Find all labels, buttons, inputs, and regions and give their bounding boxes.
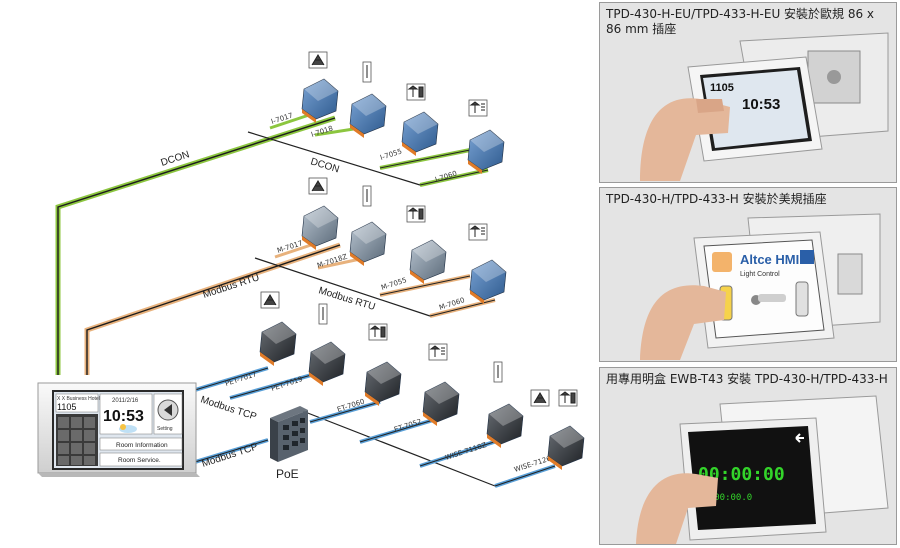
io-module: [259, 321, 297, 366]
lamp-speaker-icon: [558, 389, 578, 407]
hmi-room-service-label: Room Service.: [118, 457, 161, 464]
io-module: [364, 361, 402, 406]
panel-caption: TPD-430-H-EU/TPD-433-H-EU 安裝於歐規 86 x 86 …: [606, 7, 875, 36]
module-label: M-7018Z: [316, 253, 348, 270]
panel-us-socket: TPD-430-H/TPD-433-H 安裝於美規插座 Altce HMI Li…: [599, 187, 897, 362]
poe-label: PoE: [276, 467, 299, 481]
io-module: [301, 205, 339, 250]
modbus-tcp-label-1: Modbus TCP: [199, 394, 258, 423]
io-module: [486, 403, 524, 448]
bell-icon: [164, 404, 172, 416]
lamp-document-icon: [428, 343, 448, 361]
module-label: PET-7017: [224, 370, 258, 388]
thermometer-icon: [362, 185, 372, 207]
modbus-rtu-label-1: Modbus RTU: [202, 272, 261, 301]
io-module: [401, 111, 439, 156]
io-module: [301, 78, 339, 123]
module-label: PET-7019: [270, 375, 304, 393]
lightbulb-icon: [712, 252, 732, 272]
resize-icon: [800, 250, 814, 264]
hmi-setting-button[interactable]: Setting: [157, 426, 173, 432]
weather-sensor-icon: [530, 389, 550, 407]
module-label: I-7060: [434, 169, 458, 184]
main-hmi-panel: X X Business Hotel 1105 2011/2/16 10:53 …: [37, 382, 200, 477]
weather-sensor-icon: [308, 51, 328, 69]
lamp-speaker-icon: [406, 83, 426, 101]
io-module: [469, 259, 507, 304]
back-arrow-icon: [795, 433, 804, 443]
module-label: I-7055: [379, 147, 403, 162]
panel-sub-clock: 00:00:00.0: [698, 493, 752, 503]
hmi-room-number: 1105: [57, 402, 76, 412]
panel-screen-subtitle: Light Control: [740, 271, 780, 278]
hmi-date: 2011/2/16: [112, 398, 139, 404]
io-module: [547, 425, 585, 470]
panel-eu-socket: TPD-430-H-EU/TPD-433-H-EU 安裝於歐規 86 x 86 …: [599, 2, 897, 183]
dcon-bus: DCON DCON I-7017 I-7018 I-7055 I-7060: [55, 110, 489, 375]
modbus-tcp-label-2: Modbus TCP: [201, 441, 260, 470]
panel-time: 10:53: [742, 96, 780, 113]
panel-ewb-box: 用專用明盒 EWB-T43 安裝 TPD-430-H/TPD-433-H 00:…: [599, 367, 897, 545]
panel-clock: 00:00:00: [698, 464, 785, 485]
hmi-room-service-button[interactable]: [99, 452, 183, 467]
hmi-hotel-name: X X Business Hotel: [57, 396, 100, 402]
module-label: ET-7052: [393, 418, 422, 434]
panel-caption: TPD-430-H/TPD-433-H 安裝於美規插座: [606, 192, 827, 206]
io-module: [349, 221, 387, 266]
lamp-document-icon: [468, 99, 488, 117]
hmi-time: 10:53: [103, 408, 144, 425]
hmi-room-info-button[interactable]: [99, 437, 183, 451]
lamp-speaker-icon: [368, 323, 388, 341]
module-label: WISE-7126: [513, 454, 552, 474]
io-module: [467, 129, 505, 174]
io-module: [349, 93, 387, 138]
lamp-speaker-icon: [406, 205, 426, 223]
io-module: [422, 381, 460, 426]
panel-screen-title: Altce HMI: [740, 252, 799, 267]
io-module: [409, 239, 447, 284]
thermometer-icon: [362, 61, 372, 83]
module-label: WISE-7118Z: [444, 441, 488, 462]
thermometer-icon: [493, 361, 503, 383]
io-module: [308, 341, 346, 386]
panel-caption: 用專用明盒 EWB-T43 安裝 TPD-430-H/TPD-433-H: [606, 372, 888, 386]
weather-sensor-icon: [260, 291, 280, 309]
weather-sensor-icon: [308, 177, 328, 195]
thermometer-icon: [318, 303, 328, 325]
panel-room-number: 1105: [710, 82, 734, 94]
hmi-keypad[interactable]: [58, 417, 95, 465]
hmi-room-info-label: Room Information: [116, 442, 168, 449]
lamp-document-icon: [468, 223, 488, 241]
poe-switch: PoE: [270, 406, 308, 481]
